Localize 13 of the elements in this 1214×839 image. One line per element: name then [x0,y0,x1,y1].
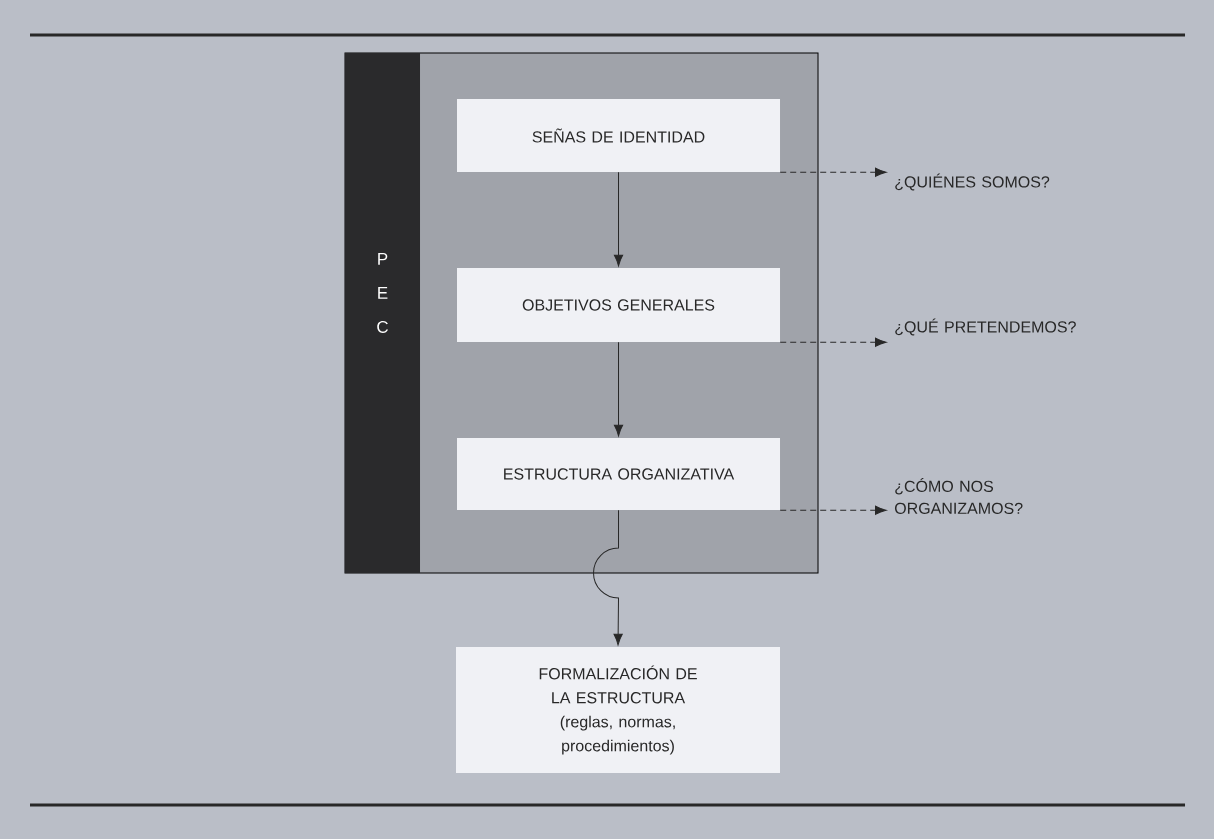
process-box: OBJETIVOS GENERALES [457,268,780,342]
process-box: FORMALIZACIÓN DE LA ESTRUCTURA (reglas, normas, procedimientos) [456,647,780,773]
process-box: SEÑAS DE IDENTIDAD [457,99,780,172]
arrow [779,505,887,515]
question-text: ¿CÓMO NOS ORGANIZAMOS? [894,478,1023,514]
arrow [593,509,623,646]
question-text: ¿QUIÉNES SOMOS? [895,173,1050,191]
arrow [613,341,624,437]
arrow [613,171,624,267]
arrow [779,167,887,177]
process-box: ESTRUCTURA ORGANIZATIVA [457,438,780,510]
arrow [779,337,887,347]
question-text: ¿QUÉ PRETENDEMOS? [895,318,1076,336]
